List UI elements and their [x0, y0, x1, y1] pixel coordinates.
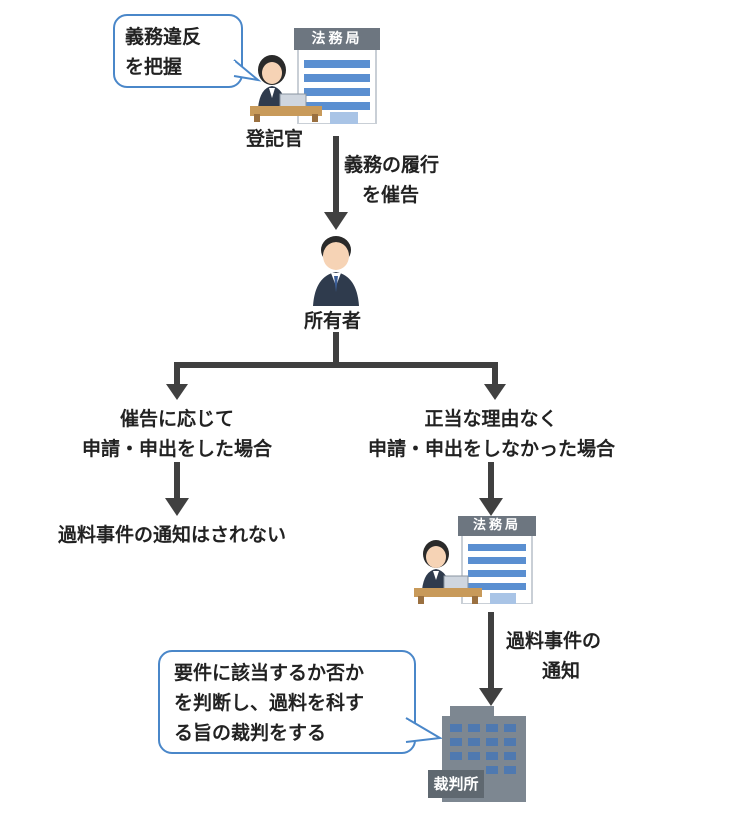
demand-label-line-1: 義務の履行	[344, 154, 440, 176]
demand-label-line-2: を催告	[362, 184, 420, 206]
right-branch-line-1: 正当な理由なく	[424, 408, 558, 430]
branch-connector	[166, 332, 506, 400]
right-branch-condition: 正当な理由なく 申請・申出をしなかった場合	[368, 404, 616, 464]
court-bubble-line-2: を判断し、過料を科す	[174, 692, 365, 714]
bureau-sign-bottom: 法務局	[472, 518, 521, 533]
notify-label-line-1: 過料事件の	[506, 630, 602, 652]
court-building: 裁判所	[428, 706, 532, 802]
legal-bureau-building-top: 法務局	[294, 28, 380, 124]
registrar-bubble-tail	[232, 59, 262, 82]
left-branch-line-1: 催告に応じて	[119, 408, 234, 430]
court-speech-bubble: 要件に該当するか否か を判断し、過料を科す る旨の裁判をする	[158, 650, 416, 754]
arrow-left-branch-result	[165, 462, 189, 516]
left-branch-line-2: 申請・申出をした場合	[81, 438, 272, 460]
left-branch-result: 過料事件の通知はされない	[58, 524, 287, 546]
demand-label: 義務の履行 を催告	[344, 150, 439, 210]
court-bubble-line-1: 要件に該当するか否か	[174, 662, 365, 684]
notify-label: 過料事件の 通知	[506, 626, 601, 686]
court-building-icon	[428, 706, 526, 802]
arrow-right-branch-bureau	[479, 462, 503, 516]
registrar-label: 登記官	[246, 128, 304, 150]
notify-label-line-2: 通知	[542, 660, 581, 682]
registrar-bubble-line-1: 義務違反	[125, 26, 202, 48]
arrow-registrar-to-owner	[324, 136, 348, 230]
registrar-speech-bubble: 義務違反 を把握	[113, 14, 243, 88]
court-bubble-tail	[404, 717, 444, 743]
owner-person-icon	[313, 236, 359, 306]
owner-label: 所有者	[304, 310, 362, 332]
left-branch-condition: 催告に応じて 申請・申出をした場合	[70, 404, 284, 464]
right-branch-line-2: 申請・申出をしなかった場合	[368, 438, 616, 460]
court-bubble-line-3: る旨の裁判をする	[174, 722, 327, 744]
registrar-bubble-line-2: を把握	[125, 56, 183, 78]
building-icon	[294, 28, 380, 124]
bureau-sign-top: 法務局	[311, 31, 363, 47]
court-sign: 裁判所	[433, 775, 479, 793]
officer-at-desk-icon	[414, 540, 482, 604]
arrow-bureau-to-court	[479, 612, 503, 706]
registrar-at-desk-icon	[250, 55, 322, 122]
